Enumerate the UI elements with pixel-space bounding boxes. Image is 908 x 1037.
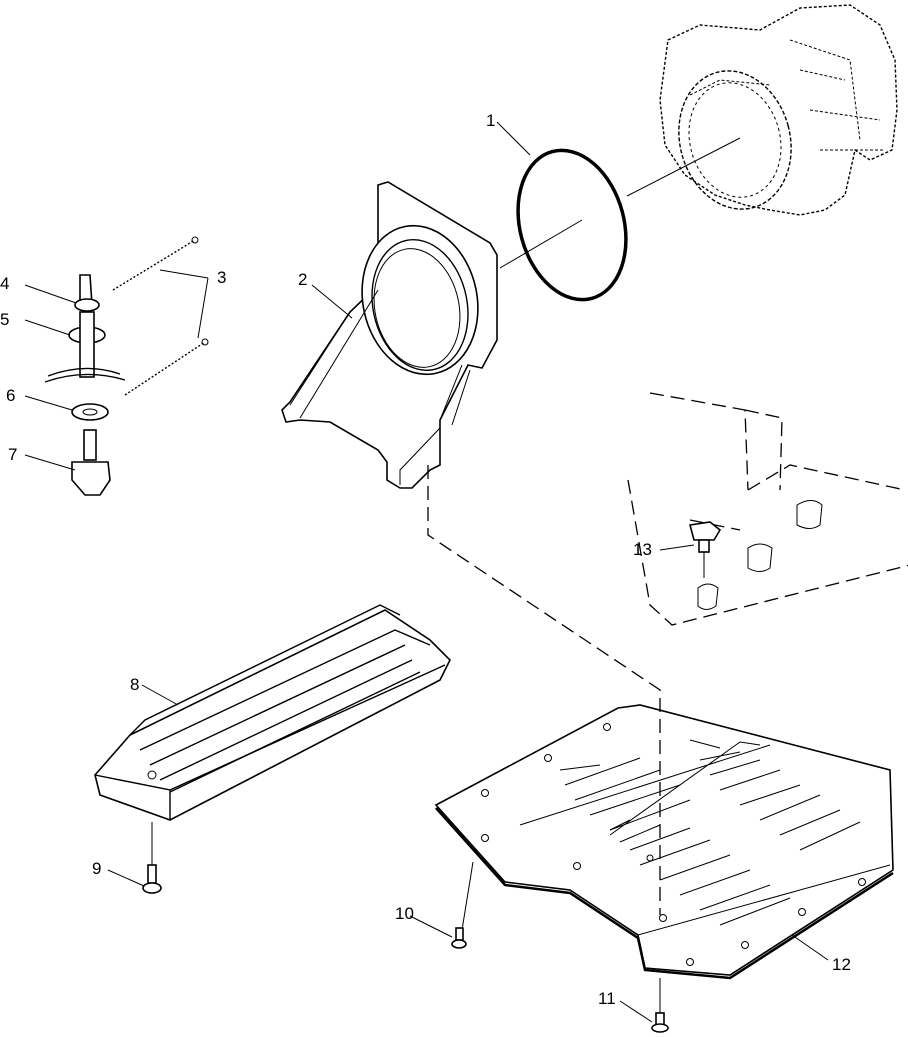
skid-plate-hatching	[559, 739, 861, 926]
callout-11: 11	[598, 989, 616, 1008]
leader-lines	[24, 121, 829, 1023]
screw-11	[651, 978, 669, 1033]
callout-5: 5	[0, 310, 9, 329]
grommet-fitting	[688, 521, 722, 578]
callout-1: 1	[486, 111, 495, 130]
callout-4: 4	[0, 274, 9, 293]
assembly-line	[427, 465, 661, 915]
callout-12: 12	[832, 955, 851, 974]
adapter-bracket	[281, 181, 498, 489]
skid-plate	[434, 704, 894, 980]
hull-outline	[627, 392, 908, 626]
screw-10	[451, 861, 474, 949]
callout-7: 7	[8, 445, 17, 464]
screw-9	[142, 822, 162, 894]
slide-ramp	[94, 604, 451, 821]
callout-8: 8	[130, 675, 139, 694]
callout-13: 13	[633, 540, 652, 559]
callout-10: 10	[395, 904, 414, 923]
callout-3: 3	[217, 268, 226, 287]
callout-6: 6	[6, 386, 15, 405]
drain-assembly	[44, 274, 126, 496]
o-ring-gasket	[516, 148, 628, 302]
callout-2: 2	[298, 270, 307, 289]
engine-housing	[659, 4, 898, 216]
callout-9: 9	[92, 859, 101, 878]
callout-labels: 1 2 3 4 5 6 7 8 9 10 11 12 13	[0, 111, 851, 1008]
spring-straps	[112, 236, 209, 396]
